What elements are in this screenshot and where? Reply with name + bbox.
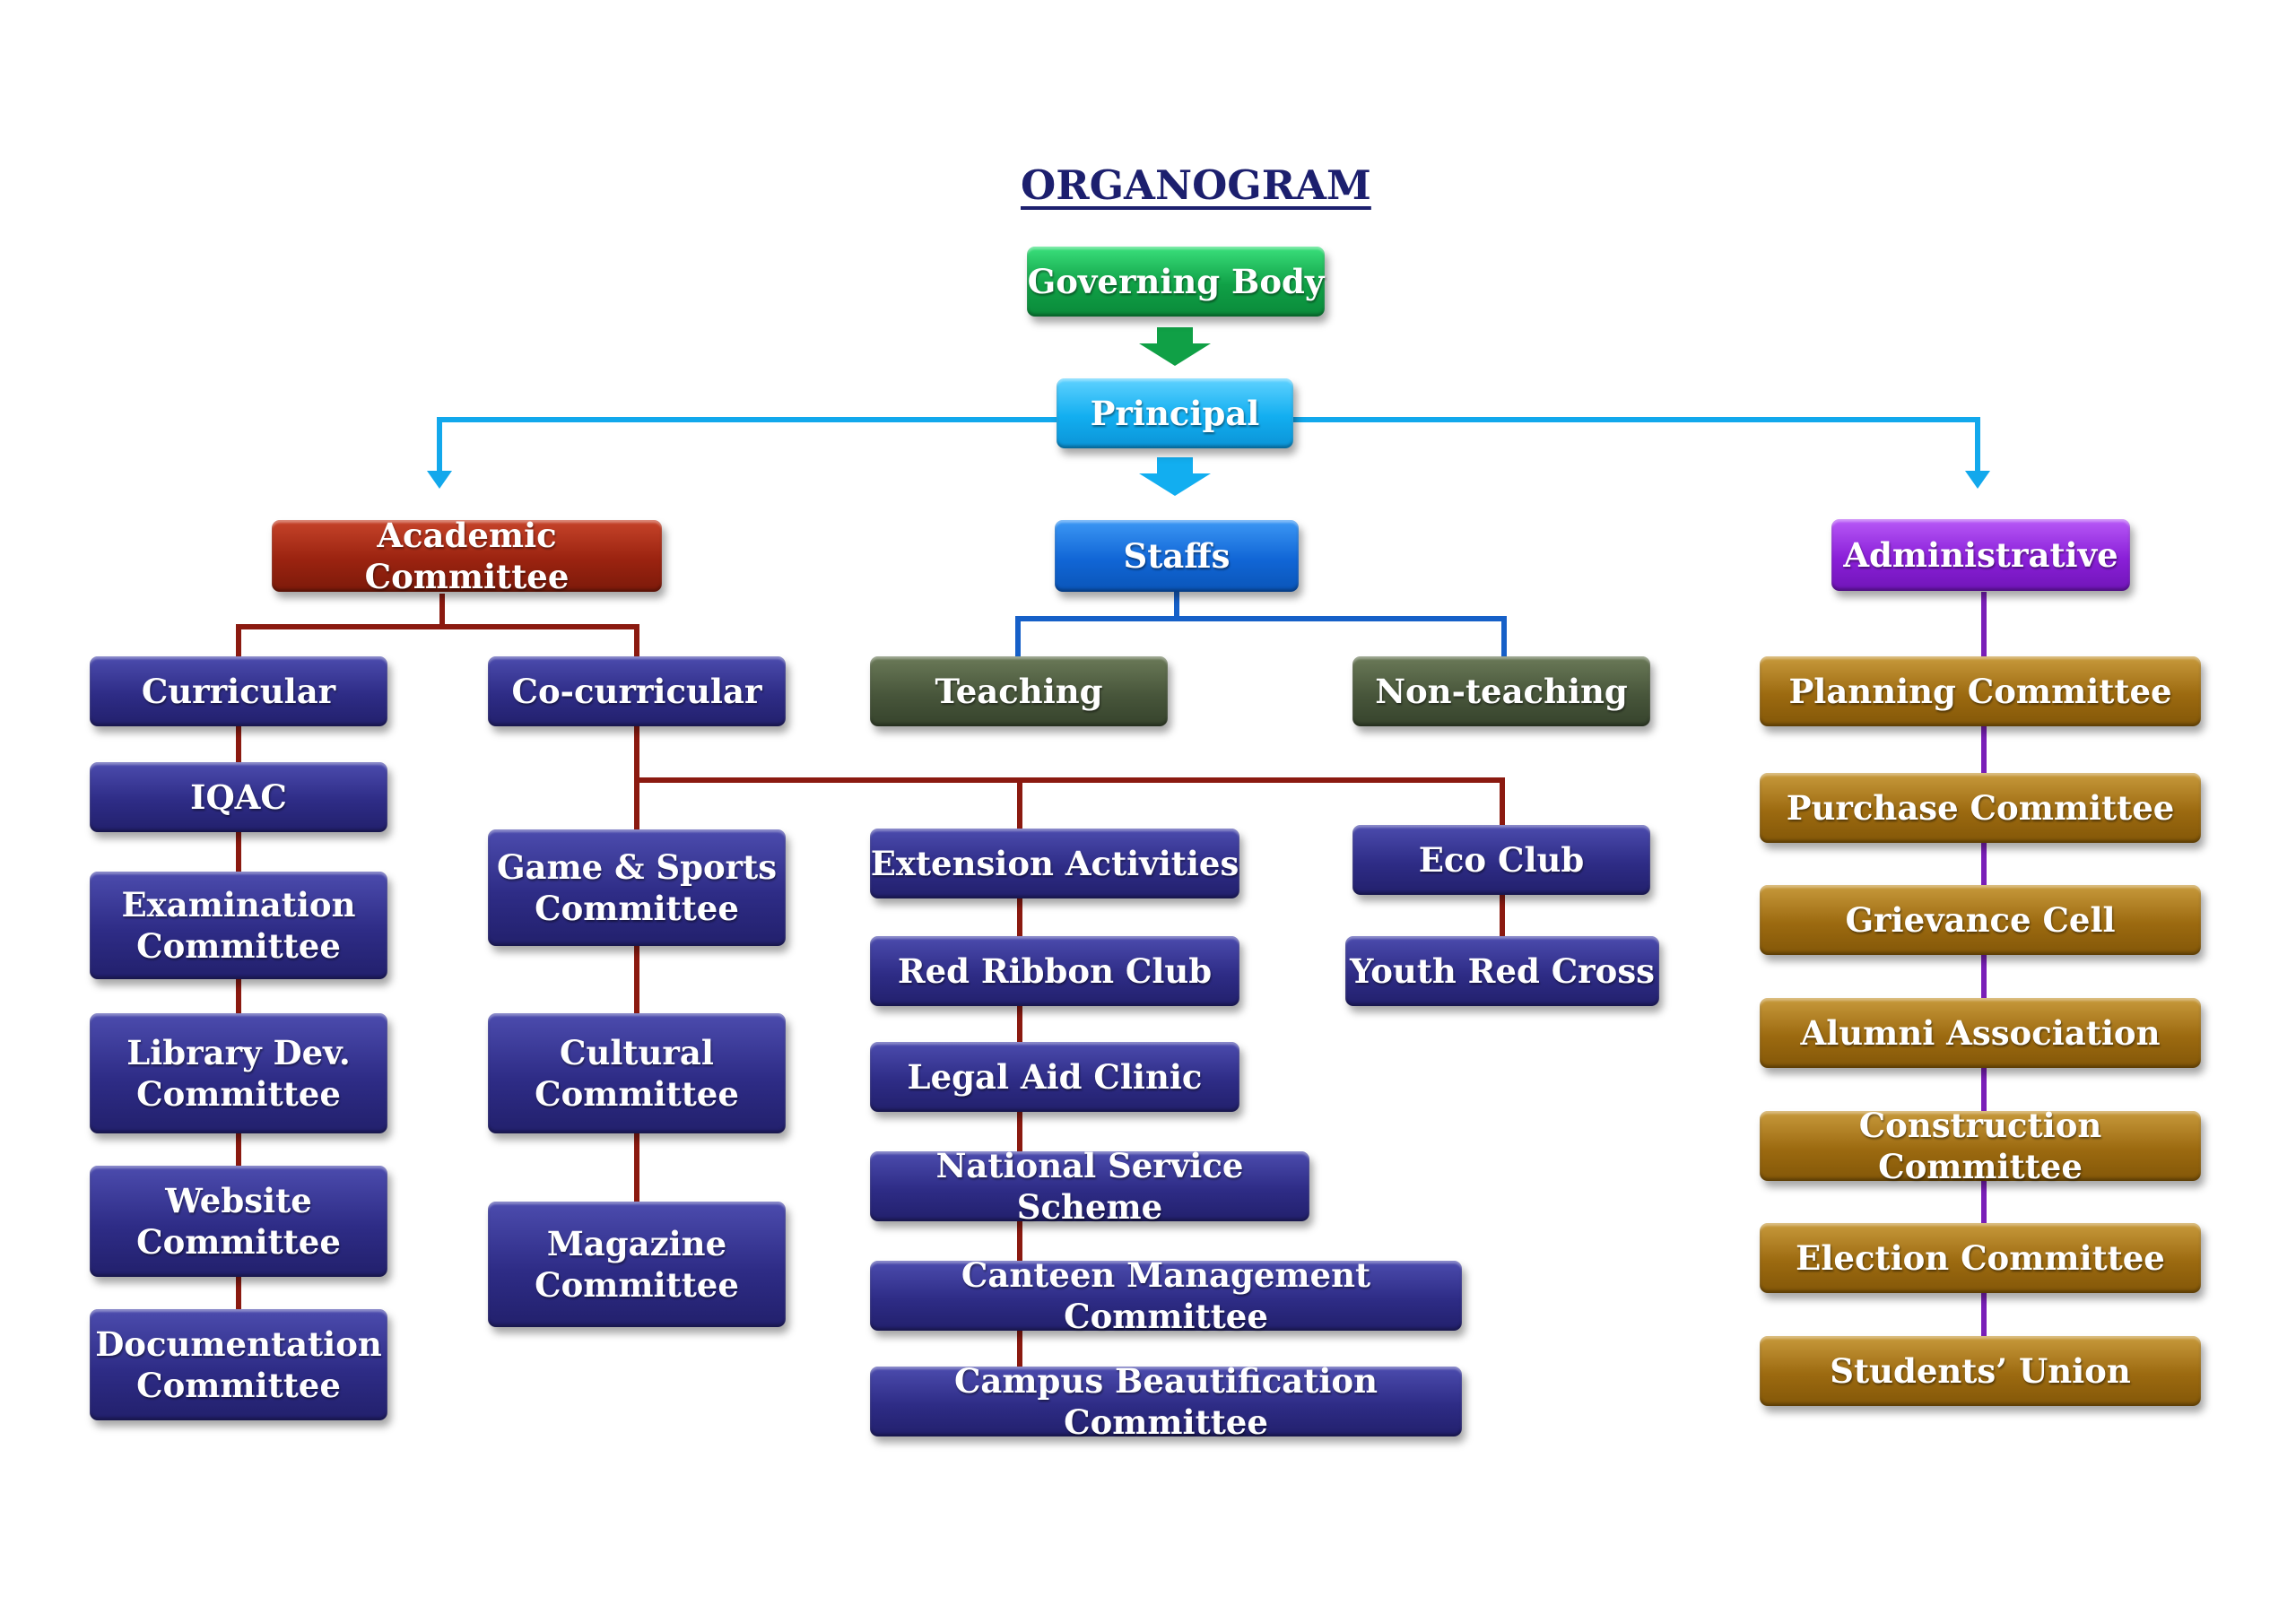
admin-purchase-committee: Purchase Committee xyxy=(1760,773,2201,843)
arrow-governing-to-principal xyxy=(1139,327,1211,366)
committee-game-sports: Game & Sports Committee xyxy=(488,829,786,946)
principal-branches xyxy=(437,417,1980,475)
admin-planning-committee: Planning Committee xyxy=(1760,656,2201,726)
co-curricular-box: Co-curricular xyxy=(488,656,786,726)
committee-library-dev: Library Dev. Committee xyxy=(90,1013,387,1133)
admin-construction-committee: Construction Committee xyxy=(1760,1106,2201,1186)
non-teaching-box: Non-teaching xyxy=(1352,656,1650,726)
page-title: ORGANOGRAM xyxy=(1021,161,1371,209)
staffs-connectors xyxy=(1015,592,1507,659)
teaching-box: Teaching xyxy=(870,656,1168,726)
arrow-to-academic xyxy=(427,471,452,489)
arrow-to-administrative xyxy=(1965,471,1990,489)
academic-committee-box: Academic Committee xyxy=(272,516,662,596)
committee-national-service-scheme: National Service Scheme xyxy=(870,1146,1309,1227)
committee-eco-club: Eco Club xyxy=(1352,825,1650,895)
governing-body-box: Governing Body xyxy=(1027,247,1325,317)
committee-iqac: IQAC xyxy=(90,762,387,832)
admin-grievance-cell: Grievance Cell xyxy=(1760,885,2201,955)
committee-canteen-management: Canteen Management Committee xyxy=(870,1255,1462,1336)
admin-election-committee: Election Committee xyxy=(1760,1223,2201,1293)
committee-cultural: Cultural Committee xyxy=(488,1013,786,1133)
committee-campus-beautification: Campus Beautification Committee xyxy=(870,1361,1462,1442)
admin-alumni-association: Alumni Association xyxy=(1760,998,2201,1068)
administrative-box: Administrative xyxy=(1831,519,2130,591)
committee-legal-aid-clinic: Legal Aid Clinic xyxy=(870,1042,1239,1112)
principal-box: Principal xyxy=(1057,378,1293,448)
committee-extension-activities: Extension Activities xyxy=(870,829,1239,898)
arrow-principal-to-staffs xyxy=(1139,457,1211,496)
committee-documentation: Documentation Committee xyxy=(90,1309,387,1420)
admin-students-union: Students’ Union xyxy=(1760,1336,2201,1406)
committee-examination: Examination Committee xyxy=(90,872,387,979)
committee-youth-red-cross: Youth Red Cross xyxy=(1345,936,1659,1006)
staffs-box: Staffs xyxy=(1055,520,1299,592)
committee-magazine: Magazine Committee xyxy=(488,1202,786,1327)
committee-website: Website Committee xyxy=(90,1166,387,1277)
curricular-box: Curricular xyxy=(90,656,387,726)
committee-red-ribbon-club: Red Ribbon Club xyxy=(870,936,1239,1006)
